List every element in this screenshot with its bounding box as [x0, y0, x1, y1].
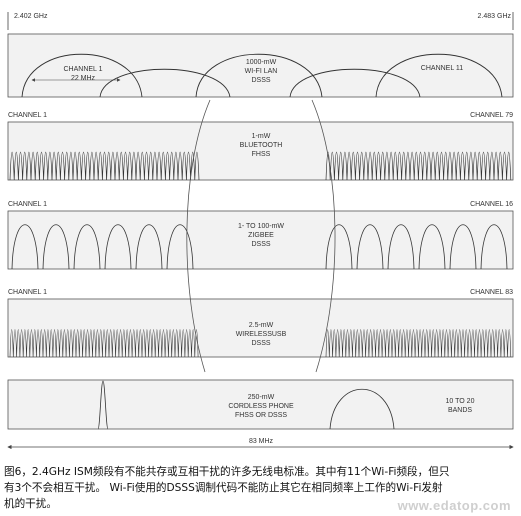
zigbee-panel: CHANNEL 1 CHANNEL 16 1- TO 100-mW ZIGBEE… [7, 201, 514, 270]
wirelessusb-right-channel-label: CHANNEL 83 [470, 289, 513, 296]
wirelessusb-left-channel-label: CHANNEL 1 [8, 289, 47, 296]
bluetooth-panel: CHANNEL 1 CHANNEL 79 1-mW BLUETOOTH FHSS [7, 112, 514, 181]
cordless-power-label: 250-mW [248, 394, 275, 401]
wifi-channel1-label: CHANNEL 1 [63, 66, 102, 73]
freq-left-label: 2.402 GHz [14, 13, 48, 20]
ism-band-diagram: 2.402 GHz 2.483 GHz CHANNEL 1 22 MHz 100… [7, 12, 514, 450]
bluetooth-power-label: 1-mW [252, 133, 271, 140]
figure-caption: 图6，2.4GHz ISM频段有不能共存或互相干扰的许多无线电标准。其中有11个… [4, 464, 516, 512]
wifi-power-label: 1000-mW [246, 59, 277, 66]
freq-right-label: 2.483 GHz [478, 13, 512, 20]
wifi-standard-label: WI-FI LAN [245, 68, 278, 75]
zigbee-right-channels [325, 224, 508, 270]
zigbee-standard-label: ZIGBEE [248, 232, 274, 239]
wifi-channel1-bandwidth: 22 MHz [71, 75, 96, 82]
cordless-bands-count-label: 10 TO 20 [446, 398, 475, 405]
zigbee-left-channels [11, 224, 194, 270]
zigbee-power-label: 1- TO 100-mW [238, 223, 284, 230]
bluetooth-left-channel-label: CHANNEL 1 [8, 112, 47, 119]
bluetooth-right-channels [325, 151, 512, 181]
caption-line-1: 图6，2.4GHz ISM频段有不能共存或互相干扰的许多无线电标准。其中有11个… [4, 466, 450, 478]
wirelessusb-standard-label: WIRELESSUSB [236, 331, 287, 338]
caption-line-3: 机的干扰。 [4, 498, 57, 510]
zigbee-modulation-label: DSSS [251, 241, 270, 248]
bluetooth-modulation-label: FHSS [252, 151, 271, 158]
wirelessusb-modulation-label: DSSS [251, 340, 270, 347]
wifi-panel: CHANNEL 1 22 MHz 1000-mW WI-FI LAN DSSS … [7, 33, 514, 98]
cordless-panel: 250-mW CORDLESS PHONE FHSS OR DSSS 10 TO… [7, 379, 514, 430]
wirelessusb-power-label: 2.5-mW [249, 322, 274, 329]
bluetooth-left-channels [9, 151, 200, 181]
wifi-modulation-label: DSSS [251, 77, 270, 84]
wirelessusb-panel: CHANNEL 1 CHANNEL 83 2.5-mW WIRELESSUSB … [7, 289, 514, 358]
caption-line-2: 有3个不会相互干扰。 Wi-Fi使用的DSSS调制代码不能防止其它在相同频率上工… [4, 482, 443, 494]
cordless-standard-label: CORDLESS PHONE [228, 403, 294, 410]
wifi-channel-curves [21, 53, 503, 98]
bluetooth-right-channel-label: CHANNEL 79 [470, 112, 513, 119]
center-overlay-outline [186, 99, 336, 373]
zigbee-right-channel-label: CHANNEL 16 [470, 201, 513, 208]
wifi-channel11-label: CHANNEL 11 [421, 65, 464, 72]
cordless-bands-label: BANDS [448, 407, 472, 414]
watermark-text: www.edatop.com [397, 498, 511, 513]
span-label: 83 MHz [249, 438, 274, 445]
zigbee-left-channel-label: CHANNEL 1 [8, 201, 47, 208]
bluetooth-standard-label: BLUETOOTH [240, 142, 283, 149]
cordless-signal-curves [97, 380, 395, 430]
cordless-modulation-label: FHSS OR DSSS [235, 412, 287, 419]
